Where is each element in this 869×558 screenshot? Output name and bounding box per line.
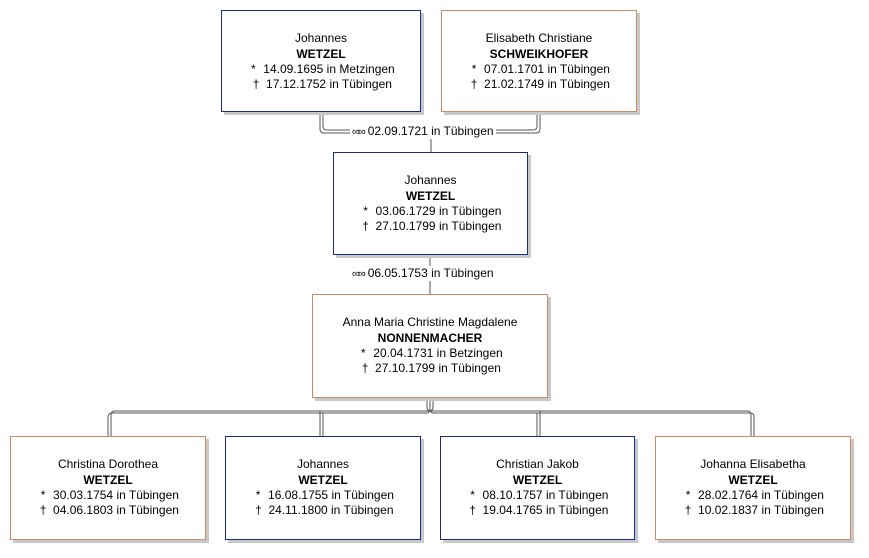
death-row: † 19.04.1765 in Tübingen: [441, 503, 634, 518]
death-cross-icon: †: [469, 503, 476, 517]
death-info: 27.10.1799 in Tübingen: [375, 361, 501, 375]
given-name: Johanna Elisabetha: [700, 457, 806, 471]
birth-info: 20.04.1731 in Betzingen: [373, 346, 503, 360]
birth-info: 14.09.1695 in Metzingen: [263, 62, 395, 76]
death-row: † 27.10.1799 in Tübingen: [334, 219, 527, 234]
death-info: 19.04.1765 in Tübingen: [482, 503, 609, 517]
surname: WETZEL: [728, 473, 778, 487]
death-row: † 10.02.1837 in Tübingen: [656, 503, 850, 518]
birth-info: 03.06.1729 in Tübingen: [375, 204, 502, 218]
surname: NONNENMACHER: [377, 331, 483, 345]
person-card-johannes-wetzel-1755[interactable]: Johannes WETZEL *16.08.1755 in Tübingen …: [225, 436, 421, 540]
death-info: 24.11.1800 in Tübingen: [268, 503, 394, 517]
marriage-label-1753: ∞∞06.05.1753 in Tübingen: [350, 266, 496, 281]
marriage-date: 06.05.1753 in Tübingen: [367, 266, 494, 280]
birth-star-icon: *: [360, 346, 366, 360]
birth-star-icon: *: [471, 62, 477, 76]
birth-row: * 28.02.1764 in Tübingen: [656, 488, 850, 503]
birth-row: * 03.06.1729 in Tübingen: [334, 204, 527, 219]
death-info: 10.02.1837 in Tübingen: [698, 503, 824, 517]
children-fork-outer: [107, 398, 755, 436]
given-name: Johannes: [404, 173, 457, 187]
surname: WETZEL: [83, 473, 133, 487]
birth-star-icon: *: [250, 62, 256, 76]
given-name: Johannes: [294, 31, 348, 45]
birth-info: 30.03.1754 in Tübingen: [53, 488, 179, 502]
children-fork-inner: [110, 398, 752, 436]
marriage-rings-icon: ∞∞: [352, 268, 366, 280]
birth-star-icon: *: [255, 488, 261, 502]
birth-row: * 14.09.1695 in Metzingen: [222, 62, 420, 77]
death-row: † 04.06.1803 in Tübingen: [11, 503, 205, 518]
birth-row: * 16.08.1755 in Tübingen: [226, 488, 420, 503]
birth-info: 16.08.1755 in Tübingen: [268, 488, 394, 502]
birth-row: * 20.04.1731 in Betzingen: [313, 346, 547, 361]
birth-info: 28.02.1764 in Tübingen: [698, 488, 824, 502]
death-row: † 21.02.1749 in Tübingen: [442, 77, 636, 92]
death-row: † 17.12.1752 in Tübingen: [222, 77, 420, 92]
person-card-anna-nonnenmacher[interactable]: Anna Maria Christine Magdalene NONNENMAC…: [312, 294, 548, 398]
given-name: Anna Maria Christine Magdalene: [342, 315, 518, 329]
death-info: 21.02.1749 in Tübingen: [484, 77, 610, 91]
person-card-christian-jakob-wetzel[interactable]: Christian Jakob WETZEL * 08.10.1757 in Tü…: [440, 436, 635, 540]
death-info: 04.06.1803 in Tübingen: [53, 503, 179, 517]
person-card-johanna-elisabetha-wetzel[interactable]: Johanna Elisabetha WETZEL * 28.02.1764 in…: [655, 436, 851, 540]
birth-row: * 30.03.1754 in Tübingen: [11, 488, 205, 503]
death-info: 17.12.1752 in Tübingen: [266, 77, 392, 91]
death-cross-icon: †: [361, 361, 369, 375]
surname: WETZEL: [296, 47, 346, 61]
given-name: Johannes: [296, 457, 350, 471]
marriage-rings-icon: ∞∞: [352, 126, 366, 138]
birth-star-icon: *: [363, 204, 368, 218]
marriage-date: 02.09.1721 in Tübingen: [367, 124, 494, 138]
death-cross-icon: †: [255, 503, 262, 517]
birth-star-icon: *: [685, 488, 691, 502]
death-row: † 27.10.1799 in Tübingen: [313, 361, 547, 376]
given-name: Christian Jakob: [496, 457, 579, 471]
birth-info: 07.01.1701 in Tübingen: [484, 62, 610, 76]
surname: WETZEL: [298, 473, 348, 487]
birth-row: * 08.10.1757 in Tübingen: [441, 488, 634, 503]
death-info: 27.10.1799 in Tübingen: [375, 219, 502, 233]
person-card-johannes-wetzel-1695[interactable]: Johannes WETZEL * 14.09.1695 in Metzingen…: [221, 10, 421, 112]
person-card-elisabeth-schweikhofer[interactable]: Elisabeth Christiane SCHWEIKHOFER * 07.01…: [441, 10, 637, 112]
birth-info: 08.10.1757 in Tübingen: [482, 488, 609, 502]
death-cross-icon: †: [684, 503, 692, 517]
person-card-christina-dorothea-wetzel[interactable]: Christina Dorothea WETZEL * 30.03.1754 in…: [10, 436, 206, 540]
surname: WETZEL: [512, 473, 563, 487]
marriage-label-1721: ∞∞02.09.1721 in Tübingen: [350, 124, 496, 139]
given-name: Elisabeth Christiane: [485, 31, 593, 45]
birth-row: * 07.01.1701 in Tübingen: [442, 62, 636, 77]
death-cross-icon: †: [39, 503, 47, 517]
death-cross-icon: †: [252, 77, 260, 91]
birth-star-icon: *: [40, 488, 46, 502]
birth-star-icon: *: [470, 488, 475, 502]
person-card-johannes-wetzel-1729[interactable]: Johannes WETZEL *03.06.1729 in Tübingen …: [333, 152, 528, 255]
given-name: Christina Dorothea: [57, 457, 159, 471]
death-row: † 24.11.1800 in Tübingen: [226, 503, 420, 518]
death-cross-icon: †: [362, 219, 369, 233]
surname: SCHWEIKHOFER: [489, 47, 589, 61]
death-cross-icon: †: [470, 77, 478, 91]
surname: WETZEL: [405, 189, 456, 203]
